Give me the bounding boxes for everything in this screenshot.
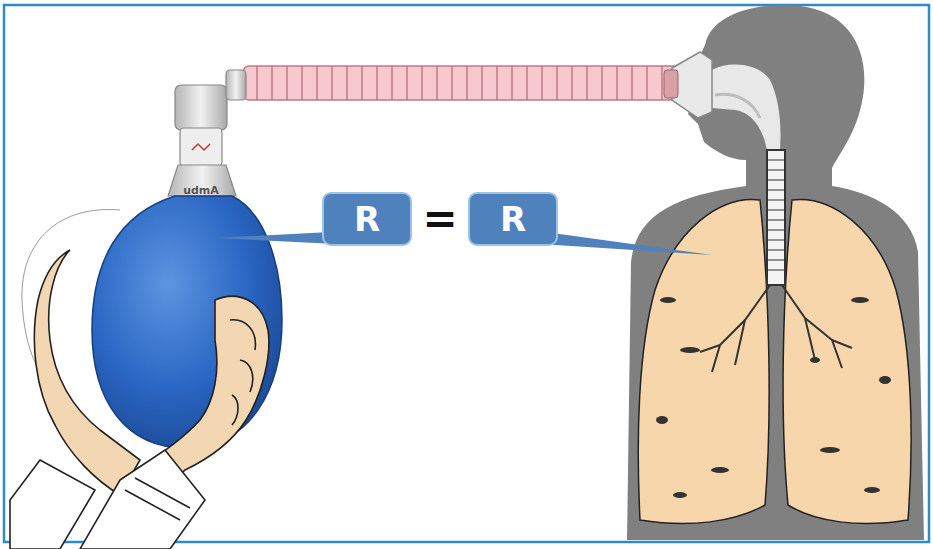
resistance-symbol: R <box>500 202 526 236</box>
bag-valve <box>168 70 246 196</box>
lung-spots <box>656 297 891 498</box>
airway <box>700 150 852 372</box>
tube <box>243 66 680 100</box>
resistance-symbol: R <box>354 202 380 236</box>
frame <box>4 5 929 542</box>
callout-box: R <box>468 192 558 246</box>
sleeves <box>10 450 205 549</box>
equals-sign: = <box>422 198 457 240</box>
mask-connector <box>664 70 678 98</box>
callout-box: R <box>322 192 412 246</box>
callout-pointer <box>540 232 712 255</box>
person-silhouette <box>627 5 924 540</box>
callout-pointer <box>214 232 336 244</box>
brand-print: udmA <box>183 185 219 196</box>
